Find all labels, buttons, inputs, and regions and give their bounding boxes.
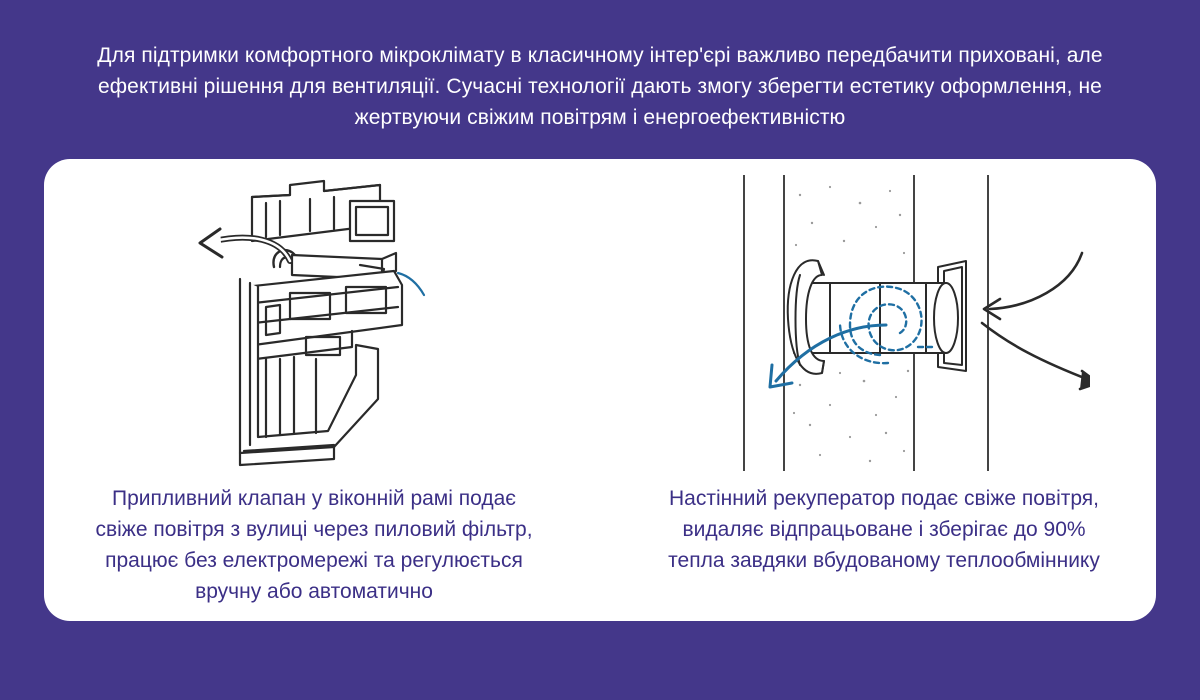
content-card: Припливний клапан у віконній рамі подає … — [44, 159, 1156, 621]
left-caption: Припливний клапан у віконній рамі подає … — [95, 487, 533, 603]
window-supply-valve-icon — [170, 175, 470, 475]
wall-recuperator-icon — [700, 175, 1090, 471]
right-caption: Настінний рекуператор подає свіже повітр… — [668, 487, 1100, 572]
intro-text: Для підтримки комфортного мікроклімату в… — [97, 44, 1103, 129]
